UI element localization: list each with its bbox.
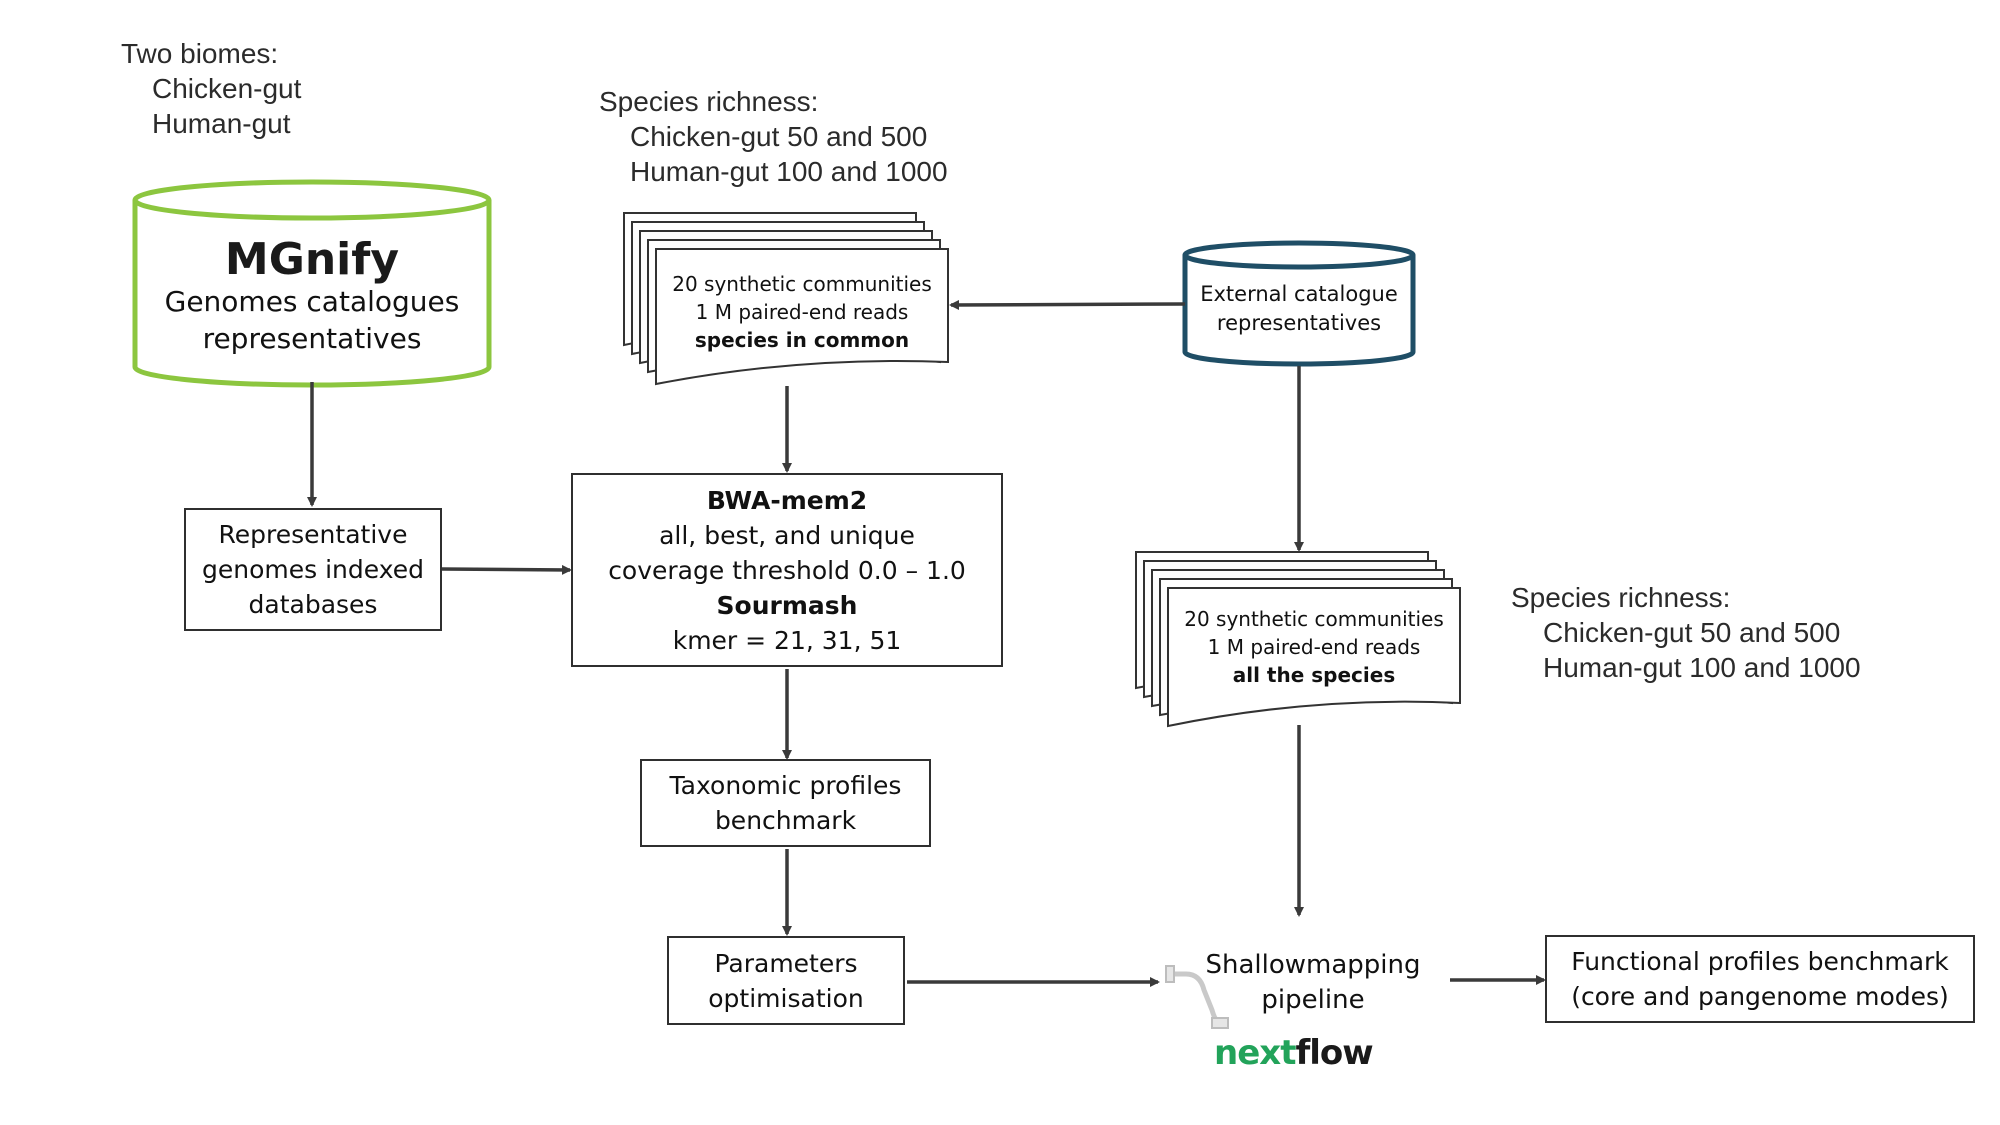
communities-common-line: 1 M paired-end reads	[695, 300, 909, 324]
species-richness-right-line: Chicken-gut 50 and 500	[1543, 617, 1841, 648]
communities-common-label: 20 synthetic communities 1 M paired-end …	[656, 270, 948, 354]
pipe-icon	[1165, 965, 1229, 1029]
communities-common-line: 20 synthetic communities	[672, 272, 932, 296]
communities-all-line: all the species	[1232, 663, 1396, 687]
external-catalogue-line: External catalogue	[1200, 282, 1398, 306]
species-richness-top-heading: Species richness:	[599, 86, 819, 117]
mgnify-line2: representatives	[202, 321, 422, 355]
species-richness-right-line: Human-gut 100 and 1000	[1543, 652, 1861, 683]
functional-benchmark-box: Functional profiles benchmark (core and …	[1545, 935, 1975, 1023]
biomes-heading: Two biomes:	[121, 38, 279, 69]
taxonomic-benchmark-line: Taxonomic profiles	[669, 771, 902, 800]
communities-all-line: 20 synthetic communities	[1184, 607, 1444, 631]
pipeline-line: Shallowmapping	[1205, 950, 1421, 980]
nextflow-logo-part: t	[1280, 1033, 1296, 1073]
external-database-cylinder	[1182, 240, 1416, 367]
communities-all-document-stack	[1135, 551, 1461, 728]
arrow-external-to-communities	[949, 299, 1186, 310]
taxonomic-benchmark-line: benchmark	[714, 806, 857, 835]
mgnify-logo: MGnify	[224, 234, 400, 285]
indexed-databases-line: databases	[248, 590, 378, 619]
parameters-optimisation-box: Parameters optimisation	[667, 936, 905, 1025]
taxonomic-benchmark-box: Taxonomic profiles benchmark	[640, 759, 931, 847]
indexed-databases-line: genomes indexed	[202, 555, 424, 584]
mapping-line: coverage threshold 0.0 – 1.0	[608, 555, 966, 585]
communities-all-label: 20 synthetic communities 1 M paired-end …	[1168, 605, 1460, 689]
bwa-mem2-label: BWA-mem2	[706, 485, 868, 515]
biome-item: Human-gut	[152, 108, 291, 139]
external-catalogue-line: representatives	[1216, 311, 1382, 336]
parameters-line: optimisation	[708, 983, 864, 1013]
arrow-indexed-to-mapping	[441, 564, 572, 575]
functional-benchmark-line: (core and pangenome modes)	[1571, 982, 1949, 1011]
species-richness-top-line: Chicken-gut 50 and 500	[630, 121, 928, 152]
species-richness-right-heading: Species richness:	[1511, 582, 1731, 613]
species-richness-top-line: Human-gut 100 and 1000	[630, 156, 948, 187]
shallowmapping-pipeline: Shallowmapping pipeline	[1188, 948, 1438, 1018]
nextflow-logo: nextflow	[1214, 1033, 1374, 1073]
nextflow-logo-part: nex	[1214, 1033, 1281, 1073]
indexed-databases-box: Representative genomes indexed databases	[184, 508, 442, 631]
mapping-line: all, best, and unique	[659, 520, 915, 550]
parameters-line: Parameters	[714, 948, 858, 978]
sourmash-label: Sourmash	[716, 590, 858, 620]
mapping-tools-box: BWA-mem2 all, best, and unique coverage …	[571, 473, 1003, 667]
functional-benchmark-line: Functional profiles benchmark	[1571, 947, 1949, 976]
indexed-databases-line: Representative	[218, 520, 408, 549]
communities-all-line: 1 M paired-end reads	[1207, 635, 1421, 659]
communities-common-document-stack	[623, 212, 949, 386]
mgnify-line1: Genomes catalogues	[164, 285, 460, 319]
mgnify-database: MGnify Genomes catalogues representative…	[135, 234, 489, 357]
mapping-line: kmer = 21, 31, 51	[672, 625, 902, 655]
biome-item: Chicken-gut	[152, 73, 302, 104]
nextflow-logo-part: flow	[1295, 1033, 1373, 1073]
external-catalogue-label: External catalogue representatives	[1185, 280, 1413, 339]
communities-common-line: species in common	[694, 328, 910, 352]
pipeline-line: pipeline	[1261, 985, 1365, 1016]
